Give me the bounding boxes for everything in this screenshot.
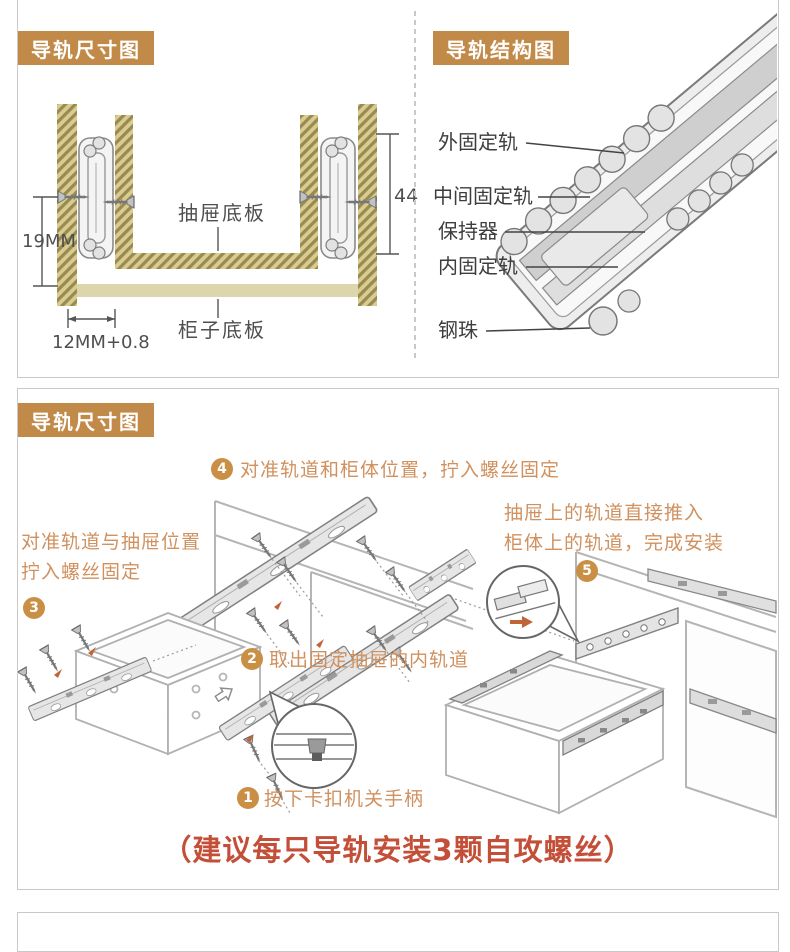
dim-44-label: 44 <box>394 185 418 207</box>
panel-next-section <box>17 912 779 952</box>
magnifier-latch <box>268 690 357 789</box>
step-5-line1: 抽屉上的轨道直接推入 <box>504 502 705 524</box>
install-diagram-header: 导轨尺寸图 <box>18 403 154 437</box>
drawer-rails-right <box>448 650 664 757</box>
rail-3d-illustration <box>495 1 777 336</box>
dimension-diagram-header: 导轨尺寸图 <box>18 31 154 65</box>
steel-ball-label: 钢珠 <box>438 318 478 342</box>
slide-cross-section-right <box>298 136 378 260</box>
step-3-text: 对准轨道与抽屉位置 拧入螺丝固定 <box>21 527 201 587</box>
inner-rail-label: 内固定轨 <box>438 254 518 278</box>
step-4-badge: 4 <box>211 458 233 480</box>
step-1-badge: 1 <box>237 787 259 809</box>
install-note: （建议每只导轨安装3颗自攻螺丝） <box>162 833 634 867</box>
dim-12mm-label: 12MM+0.8 <box>52 332 150 353</box>
panel-installation-steps: 导轨尺寸图 4 对准轨道和柜体位置，拧入螺丝固定 对准轨道与抽屉位置 拧入螺丝固… <box>17 388 779 890</box>
retainer-label: 保持器 <box>438 219 498 243</box>
drawer-box-right <box>443 654 666 815</box>
dimension-structure-drawing: 19MM 12MM+0.8 44 抽屉底板 柜子底板 <box>22 1 777 361</box>
cabinet-bottom-label: 柜子底板 <box>178 318 266 342</box>
drawer-bottom-label: 抽屉底板 <box>178 201 266 225</box>
step-1-text: 按下卡扣机关手柄 <box>264 788 425 810</box>
step-3-line2: 拧入螺丝固定 <box>21 561 142 583</box>
step-5-text: 抽屉上的轨道直接推入 柜体上的轨道，完成安装 <box>504 498 724 558</box>
panel-dimensions-structure: 19MM 12MM+0.8 44 抽屉底板 柜子底板 <box>17 0 779 378</box>
step-3-line1: 对准轨道与抽屉位置 <box>21 531 202 553</box>
outer-rail-label: 外固定轨 <box>438 130 518 154</box>
dim-19mm-label: 19MM <box>22 231 76 252</box>
cabinet-rail-lower <box>267 548 477 728</box>
structure-diagram-header: 导轨结构图 <box>433 31 569 65</box>
step-5-line2: 柜体上的轨道，完成安装 <box>504 532 725 554</box>
inner-rail-step2 <box>214 644 354 742</box>
cabinet-rail-upper <box>174 495 379 638</box>
slide-cross-section-left <box>56 136 136 260</box>
steel-ball <box>588 306 618 336</box>
cabinet-rails-right <box>575 568 777 734</box>
dimension-44 <box>376 133 399 255</box>
step-2-text: 取出固定抽屉的内轨道 <box>269 649 470 671</box>
step-5-badge: 5 <box>576 560 598 582</box>
cross-section-wood-panels <box>57 104 377 306</box>
middle-rail-label: 中间固定轨 <box>433 184 533 208</box>
dimension-19mm <box>33 196 58 287</box>
magnifier-engage <box>486 565 580 643</box>
installation-drawing <box>18 495 777 819</box>
step-4-text: 对准轨道和柜体位置，拧入螺丝固定 <box>240 459 561 481</box>
screw-guide-dashes <box>257 558 575 814</box>
step-3-badge: 3 <box>23 597 45 619</box>
step-2-badge: 2 <box>241 648 263 670</box>
dimension-12mm <box>67 309 116 328</box>
